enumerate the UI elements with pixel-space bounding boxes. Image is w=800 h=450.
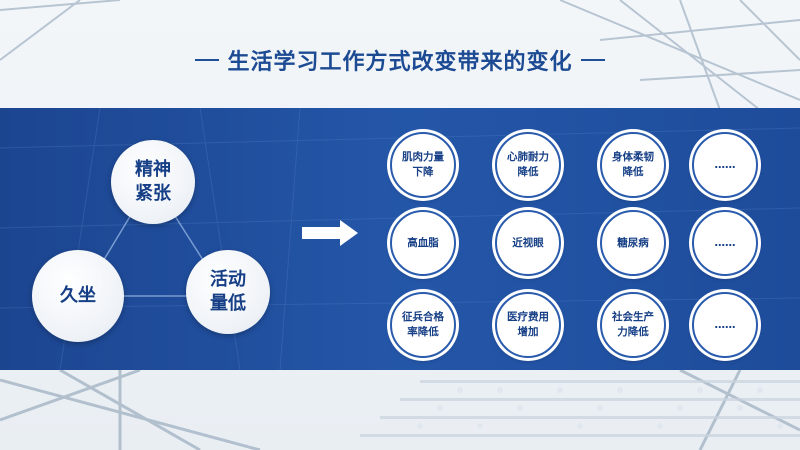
effect-circle: 征兵合格率降低 bbox=[390, 292, 456, 358]
effect-circle: …… bbox=[692, 210, 758, 276]
title-left-dash bbox=[195, 59, 220, 61]
title-right-dash bbox=[580, 59, 605, 61]
cause-sedentary: 久坐 bbox=[32, 250, 124, 342]
content-band: 精神 紧张 久坐 活动 量低 肌肉力量下降 心肺耐力降低 身体柔韧降低 …… 高… bbox=[0, 108, 800, 370]
cause-low-activity: 活动 量低 bbox=[186, 250, 270, 334]
effect-circle: 身体柔韧降低 bbox=[600, 132, 666, 198]
cause-label: 紧张 bbox=[135, 183, 171, 204]
effect-circle: 糖尿病 bbox=[600, 210, 666, 276]
effect-circle: 肌肉力量下降 bbox=[390, 132, 456, 198]
page-title: 生活学习工作方式改变带来的变化 bbox=[227, 50, 573, 75]
effect-circle: 医疗费用增加 bbox=[495, 292, 561, 358]
binary-texture bbox=[360, 380, 800, 437]
right-arrow-icon bbox=[302, 220, 358, 246]
effect-circle: 心肺耐力降低 bbox=[495, 132, 561, 198]
cause-label: 量低 bbox=[210, 293, 246, 314]
effect-circle: …… bbox=[692, 132, 758, 198]
cause-mental-tension: 精神 紧张 bbox=[111, 140, 195, 224]
effect-circle: 近视眼 bbox=[495, 210, 561, 276]
effect-circle: …… bbox=[692, 292, 758, 358]
effect-circle: 社会生产力降低 bbox=[600, 292, 666, 358]
cause-label: 久坐 bbox=[60, 285, 96, 306]
effect-circle: 高血脂 bbox=[390, 210, 456, 276]
cause-label: 精神 bbox=[135, 159, 171, 180]
title-bar: 生活学习工作方式改变带来的变化 bbox=[0, 40, 800, 80]
cause-label: 活动 bbox=[210, 269, 246, 290]
